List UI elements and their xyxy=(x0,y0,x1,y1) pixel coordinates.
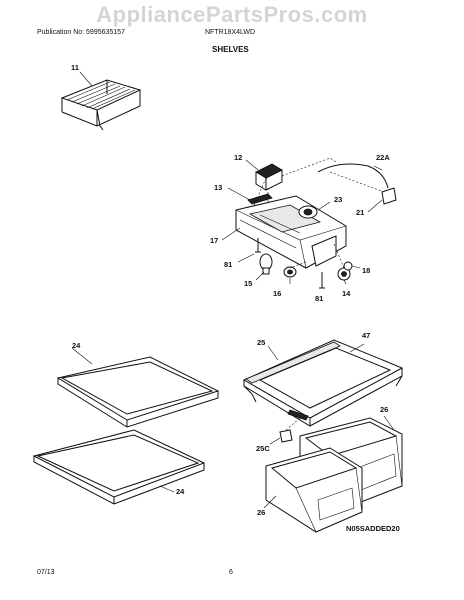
callout-16: 16 xyxy=(273,289,282,298)
callout-15: 15 xyxy=(244,279,253,288)
callout-23: 23 xyxy=(334,195,343,204)
callout-81-left: 81 xyxy=(224,260,233,269)
footer-date: 07/13 xyxy=(37,569,55,576)
callout-25c: 25C xyxy=(256,444,270,453)
crisper-drawing xyxy=(242,339,404,533)
page-number: 6 xyxy=(229,569,233,576)
wire-shelf-drawing xyxy=(60,71,142,131)
callout-11: 11 xyxy=(71,63,79,72)
publication-number: Publication No: 5995635157 xyxy=(37,29,125,36)
callout-24-bottom: 24 xyxy=(176,487,185,496)
callout-21: 21 xyxy=(356,208,365,217)
callout-81-right: 81 xyxy=(315,294,324,303)
section-title: SHELVES xyxy=(212,45,249,54)
callout-17: 17 xyxy=(210,236,219,245)
watermark: AppliancePartsPros.com xyxy=(96,2,368,27)
glass-shelves-drawing xyxy=(32,347,220,505)
callout-14: 14 xyxy=(342,289,351,298)
callout-26-left: 26 xyxy=(257,508,266,517)
callout-25: 25 xyxy=(257,338,266,347)
callout-18: 18 xyxy=(362,266,371,275)
diagram-code: N05SADDED20 xyxy=(346,524,400,533)
callout-12: 12 xyxy=(234,153,243,162)
callout-22a: 22A xyxy=(376,153,390,162)
callout-26-right: 26 xyxy=(380,405,389,414)
control-housing-drawing xyxy=(221,157,397,289)
callout-13: 13 xyxy=(214,183,223,192)
callout-47: 47 xyxy=(362,331,371,340)
model-number: NFTR18X4LWD xyxy=(205,29,256,36)
callout-24-top: 24 xyxy=(72,341,81,350)
